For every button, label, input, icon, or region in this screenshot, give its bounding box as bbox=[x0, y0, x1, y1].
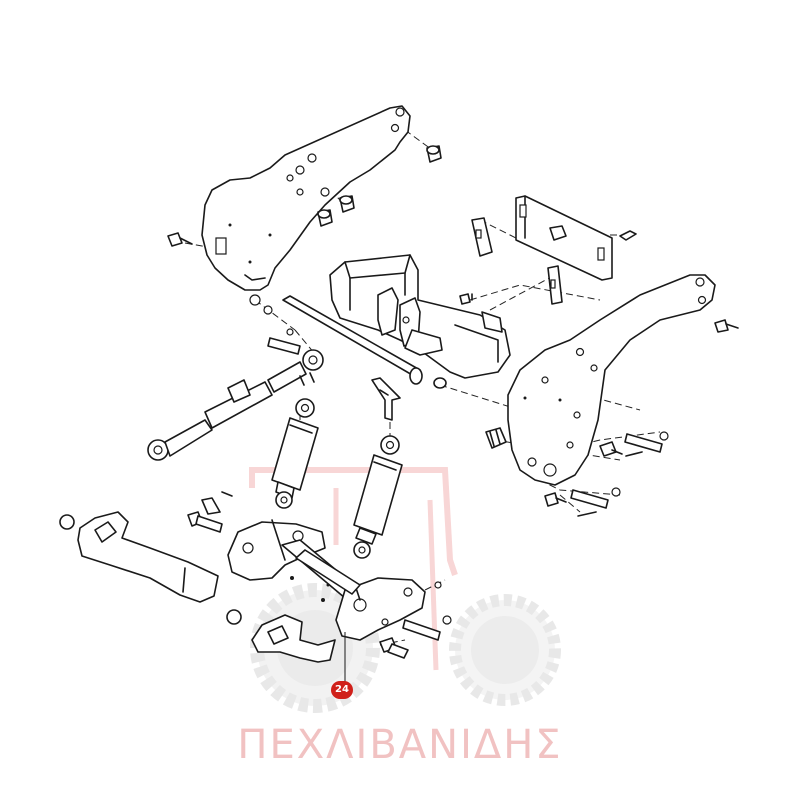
hook-arm-right bbox=[251, 614, 336, 663]
hook-arm-left bbox=[77, 511, 219, 603]
cross-shaft bbox=[282, 295, 447, 389]
bolts-right bbox=[544, 319, 739, 517]
small-bracket bbox=[371, 377, 401, 421]
callout-24[interactable]: 24 bbox=[331, 681, 353, 699]
center-housing bbox=[329, 254, 511, 379]
cross-tube bbox=[290, 549, 361, 602]
ball-joints bbox=[59, 514, 242, 625]
bushings-left bbox=[317, 145, 442, 227]
pins-lower-right bbox=[379, 581, 452, 659]
bolt-left bbox=[167, 232, 193, 247]
lower-bracket-right bbox=[335, 577, 426, 641]
watermark-text: ΠΕΧΛΙΒΑΝΙΔΗΣ bbox=[237, 722, 563, 768]
pins-left bbox=[187, 491, 233, 533]
top-link bbox=[147, 349, 324, 461]
lift-cylinder-right bbox=[353, 435, 403, 559]
pin-small bbox=[267, 328, 301, 355]
mounting-plate bbox=[471, 195, 637, 305]
left-side-plate bbox=[201, 105, 411, 315]
spring-part bbox=[485, 427, 507, 449]
lift-cylinder-left bbox=[271, 398, 319, 509]
right-side-plate bbox=[507, 274, 716, 486]
